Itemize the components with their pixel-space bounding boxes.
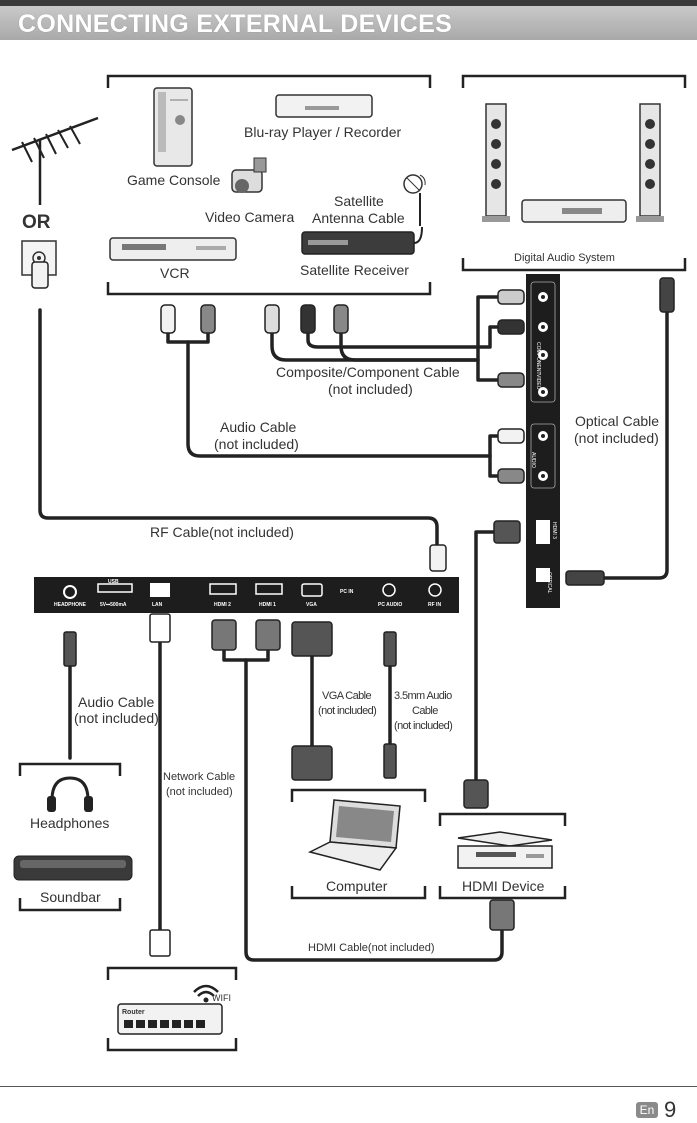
pc-audio-port-label: PC AUDIO — [378, 602, 402, 608]
digital-audio-system-icon — [482, 103, 664, 223]
video-camera-icon — [231, 157, 267, 193]
rf-cable — [38, 308, 439, 547]
optical-cable-label-1: Optical Cable — [575, 413, 659, 429]
tv-side-panel: COMPONENT VIDEO AUDIO HDMI 3 OPTICAL — [526, 274, 560, 608]
hdmi2-port-label: HDMI 2 — [214, 602, 231, 608]
vcr-icon — [109, 237, 237, 261]
cable-plugs — [31, 261, 675, 957]
language-badge: En — [636, 1102, 658, 1118]
soundbar-icon — [13, 855, 133, 881]
router-label: Router — [122, 1009, 145, 1016]
bottom-audio-cable-label-1: Audio Cable — [78, 694, 154, 710]
computer-group-bracket-bottom — [290, 886, 427, 900]
headphones-icon — [47, 776, 93, 812]
tv-bottom-panel: HEADPHONE USB 5V⎓500mA LAN HDMI 2 HDMI 1… — [34, 577, 459, 613]
page-number: 9 — [664, 1097, 677, 1122]
game-console-icon — [153, 87, 193, 167]
bottom-audio-cable-label-2: (not included) — [74, 710, 159, 726]
hdmi-bottom-cable — [222, 643, 504, 962]
headphone-port-label: HEADPHONE — [54, 602, 87, 608]
hdmi-side-cable — [474, 530, 499, 782]
router-group-bracket — [106, 966, 238, 980]
or-label: OR — [22, 212, 51, 233]
computer-label: Computer — [326, 878, 388, 894]
header-top-strip — [0, 0, 697, 6]
pc-in-label: PC IN — [340, 589, 354, 595]
rf-cable-label: RF Cable(not included) — [150, 524, 294, 540]
headphones-group-bracket — [18, 762, 122, 776]
rf-in-port-label: RF IN — [428, 602, 441, 608]
satellite-receiver-icon — [301, 226, 423, 255]
vcr-label: VCR — [160, 265, 190, 281]
audio-cable-top-2 — [186, 330, 210, 344]
composite-cable-2 — [306, 325, 502, 349]
audio-cable-label-1: Audio Cable — [220, 419, 296, 435]
vga-cable-label-1: VGA Cable — [322, 690, 372, 702]
usb-port-label: USB — [108, 579, 119, 585]
bluray-label: Blu-ray Player / Recorder — [244, 124, 402, 140]
composite-cable-label-2: (not included) — [328, 381, 413, 397]
optical-cable-label-2: (not included) — [574, 430, 659, 446]
composite-cable-label-1: Composite/Component Cable — [276, 364, 460, 380]
video-port-label: VIDEO — [535, 374, 541, 390]
soundbar-label: Soundbar — [40, 889, 101, 905]
optical-cable — [602, 310, 669, 580]
satellite-antenna-label-1: Satellite — [334, 193, 384, 209]
composite-cable-3 — [339, 330, 502, 382]
hdmi-device-icon — [457, 831, 553, 869]
antenna-icon — [11, 116, 99, 205]
component-port-label: COMPONENT — [535, 342, 541, 375]
satellite-dish-icon — [403, 174, 426, 226]
optical-port-label: OPTICAL — [546, 572, 552, 594]
network-cable-label-2: (not included) — [166, 786, 233, 798]
router-group-bracket-bottom — [106, 1038, 238, 1052]
footer-divider — [0, 1086, 697, 1087]
hdmi1-port-label: HDMI 1 — [259, 602, 276, 608]
audio35-cable-label-3: (not included) — [394, 720, 452, 732]
router-icon — [117, 1003, 223, 1035]
hdmi-device-group-bracket-bottom — [438, 886, 567, 900]
audio35-cable-label-1: 3.5mm Audio — [394, 690, 452, 702]
wifi-label: WIFI — [212, 993, 231, 1003]
header-gradient — [0, 6, 697, 40]
wifi-icon — [193, 984, 219, 1003]
soundbar-group-bracket — [18, 898, 122, 912]
hdmi-bottom-cable-label: HDMI Cable(not included) — [308, 942, 435, 954]
vga-port-label: VGA — [306, 602, 317, 608]
page-title: CONNECTING EXTERNAL DEVICES — [18, 10, 453, 38]
network-cable-label-1: Network Cable — [163, 771, 235, 783]
audio-cable-label-2: (not included) — [214, 436, 299, 452]
usb-rating-label: 5V⎓500mA — [100, 602, 127, 608]
game-console-label: Game Console — [127, 172, 221, 188]
audio35-cable-label-2: Cable — [412, 705, 438, 717]
audio-cable-top-3 — [488, 454, 502, 478]
header-bar: CONNECTING EXTERNAL DEVICES — [0, 0, 697, 42]
hdmi-device-label: HDMI Device — [462, 878, 545, 894]
headphones-label: Headphones — [30, 815, 109, 831]
hdmi-device-group-bracket — [438, 812, 567, 826]
audio-cable-top — [166, 330, 502, 458]
vga-cable-label-2: (not included) — [318, 705, 376, 717]
satellite-receiver-label: Satellite Receiver — [300, 262, 409, 278]
laptop-icon — [307, 799, 401, 871]
bluray-player-icon — [275, 94, 373, 118]
audio-port-label: AUDIO — [530, 452, 536, 468]
lan-port-label: LAN — [152, 602, 163, 608]
video-camera-label: Video Camera — [205, 209, 294, 225]
digital-audio-system-label: Digital Audio System — [514, 252, 615, 264]
hdmi3-port-label: HDMI 3 — [551, 522, 557, 539]
source-devices-group — [106, 74, 687, 296]
computer-group-bracket — [290, 788, 427, 802]
satellite-antenna-label-2: Antenna Cable — [312, 210, 405, 226]
